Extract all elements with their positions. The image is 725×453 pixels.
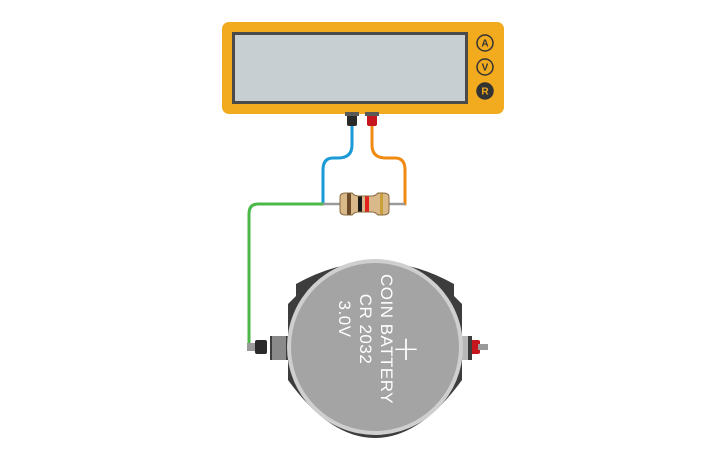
resistor-band-4 (380, 193, 383, 215)
negative-pin[interactable] (255, 340, 267, 354)
multimeter[interactable]: A V R (222, 22, 504, 126)
blue-wire[interactable] (321, 124, 354, 206)
mode-button-a[interactable]: A (476, 34, 494, 52)
battery-label-line1: COIN BATTERY (377, 274, 396, 404)
orange-wire[interactable] (370, 124, 407, 206)
battery-plus-symbol: + (392, 329, 421, 369)
mode-a-label: A (481, 39, 488, 50)
mode-v-label: V (482, 63, 489, 74)
mode-v-circle[interactable] (476, 58, 494, 76)
mode-r-label: R (481, 87, 489, 98)
coin-cell[interactable] (291, 263, 459, 431)
positive-lead (478, 344, 488, 350)
resistor-body[interactable] (339, 192, 390, 216)
negative-lead (247, 343, 259, 351)
resistor-band-2 (358, 196, 362, 212)
red-probe-connector[interactable] (367, 114, 377, 126)
black-probe-terminal[interactable] (345, 112, 359, 126)
mode-button-r[interactable]: R (476, 82, 494, 100)
multimeter-screen (235, 35, 465, 101)
resistor[interactable] (323, 192, 405, 216)
black-probe-connector[interactable] (347, 114, 357, 126)
battery-negative-terminal[interactable] (247, 340, 267, 354)
coin-battery[interactable]: COIN BATTERY CR 2032 3.0V + (247, 259, 488, 438)
red-probe-terminal[interactable] (365, 112, 379, 126)
holder-left-clip (272, 336, 286, 360)
green-wire[interactable] (247, 202, 325, 350)
mode-r-circle[interactable] (476, 82, 494, 100)
resistor-band-3 (365, 196, 369, 212)
battery-label-line3: 3.0V (335, 301, 354, 338)
mode-a-circle[interactable] (476, 34, 494, 52)
red-probe-base (365, 112, 379, 116)
black-probe-base (345, 112, 359, 116)
resistor-band-1 (347, 193, 351, 215)
battery-label-line2: CR 2032 (356, 294, 375, 365)
mode-button-v[interactable]: V (476, 58, 494, 76)
